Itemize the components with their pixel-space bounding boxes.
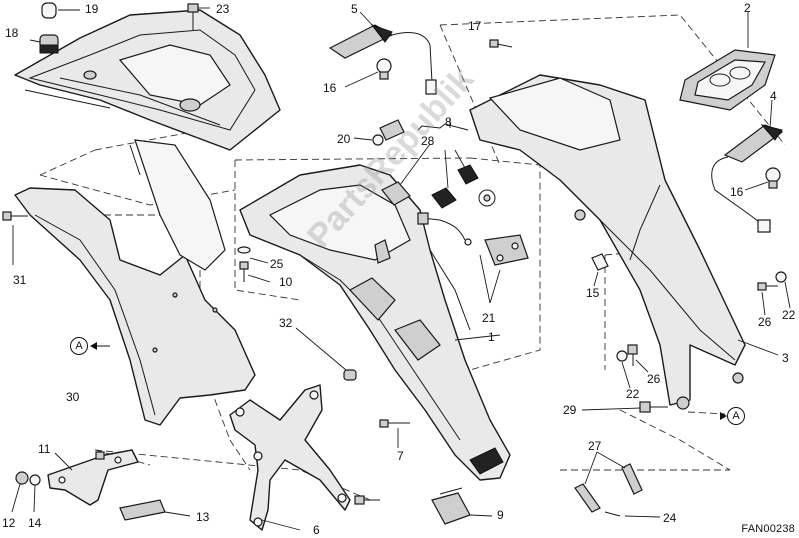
callout-17: 17 — [468, 19, 482, 33]
nut-and-washer — [11, 471, 41, 513]
callout-8: 8 — [445, 115, 452, 129]
callout-24: 24 — [663, 511, 677, 525]
callout-23: 23 — [216, 2, 230, 16]
reference-arrow-right — [720, 412, 727, 420]
drawing-code: FAN00238 — [741, 523, 795, 535]
callout-31: 31 — [13, 273, 27, 287]
callout-2: 2 — [744, 1, 751, 15]
small-hardware — [237, 246, 357, 381]
luggage-rack — [14, 9, 281, 151]
reference-marker-a-left: A — [70, 337, 88, 355]
turn-signal-right — [711, 99, 784, 233]
callout-16-right: 16 — [730, 185, 744, 199]
bulb-left — [344, 58, 392, 88]
callout-4: 4 — [770, 89, 777, 103]
frame-bolt — [581, 401, 726, 415]
rear-undertray — [239, 164, 511, 481]
callout-12: 12 — [2, 516, 16, 530]
callout-5: 5 — [351, 2, 358, 16]
callout-28: 28 — [421, 134, 435, 148]
undertray-bolt — [379, 419, 410, 448]
callout-26-right: 26 — [758, 315, 772, 329]
callout-26-lower: 26 — [647, 372, 661, 386]
reference-marker-a-right: A — [727, 407, 745, 425]
callout-20: 20 — [337, 132, 351, 146]
plate-light — [431, 487, 493, 525]
callout-22-right: 22 — [782, 308, 796, 322]
callout-7: 7 — [397, 449, 404, 463]
callout-11: 11 — [38, 442, 51, 456]
callout-3: 3 — [782, 351, 789, 365]
plate-light-bracket — [47, 449, 139, 506]
callout-19: 19 — [85, 2, 99, 16]
electrical-components — [353, 118, 529, 304]
reflector — [119, 499, 191, 521]
callout-21: 21 — [482, 311, 496, 325]
callout-30: 30 — [66, 390, 80, 404]
callout-6: 6 — [313, 523, 320, 537]
side-panel-bolt — [2, 211, 28, 265]
callout-18: 18 — [5, 26, 19, 40]
tail-cover-fasteners — [616, 271, 791, 389]
callout-15: 15 — [586, 286, 600, 300]
rack-knob-assembly — [29, 2, 80, 54]
tail-cover-bolt — [489, 39, 513, 48]
rack-bolt — [187, 3, 210, 30]
callout-10: 10 — [279, 275, 293, 289]
license-plate-bracket — [229, 384, 380, 531]
bulb-right — [744, 167, 781, 191]
tail-cover — [469, 74, 779, 410]
callout-16-left: 16 — [323, 81, 337, 95]
callout-27: 27 — [588, 439, 602, 453]
callout-1: 1 — [488, 330, 495, 344]
callout-32: 32 — [279, 316, 293, 330]
callout-22-lower: 22 — [626, 387, 640, 401]
turn-signal-left — [328, 11, 437, 95]
left-side-panel — [14, 139, 256, 426]
wire-clip — [591, 253, 609, 287]
reference-arrow-left — [90, 342, 110, 350]
callout-29: 29 — [563, 403, 577, 417]
callout-13: 13 — [196, 510, 210, 524]
cable-set — [574, 451, 661, 518]
callout-9: 9 — [497, 508, 504, 522]
tail-light — [679, 12, 776, 111]
callout-14: 14 — [28, 516, 42, 530]
callout-25: 25 — [270, 257, 284, 271]
